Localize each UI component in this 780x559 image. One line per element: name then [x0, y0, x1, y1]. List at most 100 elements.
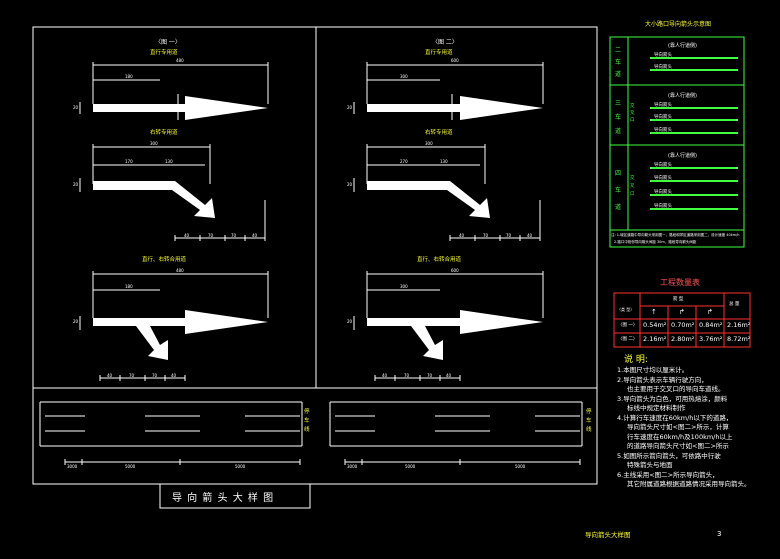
p1-dim-b2-3: 70 [129, 373, 135, 378]
panel2-label-straight: 直行专用道 [425, 50, 453, 56]
note-line: 2.导向箭头表示车辆行驶方向， [617, 375, 708, 384]
p1-dim-overall-2: 300 [150, 141, 158, 146]
lane-row-3-2: 导向箭头 [654, 115, 672, 120]
p2-dim-b1-2: 40 [459, 233, 465, 238]
panel1-label-straight: 直行专用道 [150, 50, 178, 56]
road-dim-6: 5000 [515, 464, 526, 469]
panel2-straight-arrow [353, 62, 544, 120]
p1-dim-part1-2: 170 [125, 159, 133, 164]
road-dim-1: 3000 [67, 464, 78, 469]
notes-title: 说 明: [624, 355, 648, 365]
lane-row-4-2: 导向箭头 [654, 176, 672, 181]
lane-group-label-4: 四车道 [615, 170, 622, 211]
p1-dim-part1-3: 180 [125, 284, 133, 289]
quantity-row2-v2: 2.80m² [671, 335, 695, 343]
p1-dim-b1-3: 40 [107, 373, 113, 378]
panel2-title: 〈图 二〉 [432, 39, 458, 46]
note-line: 的道路导向箭头尺寸如<图二>所示 [627, 442, 729, 450]
p2-dim-b4-3: 40 [446, 373, 452, 378]
road-side-label-2: 停车线 [586, 409, 592, 433]
p2-dim-overall-3: 600 [451, 268, 459, 273]
combined-arrow-shape [93, 310, 268, 360]
lane-note-2: 2.路口中相邻导向箭头间距 30m，路段导向箭头间距 [614, 240, 697, 244]
note-line: 1.本图尺寸均以厘米计。 [617, 366, 689, 374]
p2-dim-b1-3: 40 [382, 373, 388, 378]
lane-side-3: 交叉口 [630, 104, 635, 123]
quantity-title: 工程数量表 [660, 278, 700, 287]
lane-row-2-2: 导向箭头 [654, 65, 672, 70]
quantity-row1-v2: 0.70m² [671, 321, 695, 329]
p1-dim-part1-1: 180 [125, 74, 133, 79]
panel1-label-combined: 直行、右转合用道 [142, 257, 187, 263]
lane-group-label-2: 二车道 [615, 47, 622, 78]
note-line: 5.如图所示箭向箭头，可依路中行驶 [617, 451, 721, 460]
p1-dim-b4-2: 40 [252, 233, 258, 238]
quantity-head-total: 总 量 [729, 302, 740, 307]
note-line: 其它附属道路根据道路情况采用导向箭头。 [627, 480, 751, 488]
panel1-straight-arrow [79, 62, 269, 120]
quantity-row2-v4: 8.72m² [727, 335, 751, 343]
straight-arrow-shape-2 [367, 96, 543, 120]
footer-page: 3 [717, 530, 722, 538]
quantity-row1-name: 〈图 一〉 [618, 323, 638, 328]
main-title: 导 向 箭 头 大 样 图 [172, 493, 275, 504]
lane-row-3-1: 导向箭头 [654, 103, 672, 108]
footer-title: 导向箭头大样图 [585, 531, 631, 539]
panel2-combined-arrow [353, 271, 544, 381]
quantity-table-frame [613, 292, 751, 348]
p1-dim-width-2: 20 [73, 182, 79, 187]
lane-table-arrows [650, 57, 738, 210]
lane-side-4: 交叉口 [630, 176, 635, 197]
p2-dim-overall-2: 300 [425, 141, 433, 146]
lane-row-4-3: 导向箭头 [654, 190, 672, 195]
quantity-row2-name: 〈图 二〉 [618, 337, 638, 342]
p1-dim-b3-3: 70 [152, 373, 158, 378]
lane-group-label-3: 三车道 [615, 100, 622, 135]
note-line: 6.主线采用<图二>所示导向箭头， [617, 470, 719, 479]
p1-dim-b1-2: 40 [184, 233, 190, 238]
note-line: 3.导向箭头为白色，可用热熔涂，颜料 [617, 394, 728, 403]
straight-arrow-shape [93, 96, 268, 120]
right-turn-arrow-shape-2 [367, 181, 490, 218]
p2-dim-b4-2: 40 [527, 233, 533, 238]
p1-dim-overall-3: 480 [176, 268, 184, 273]
panel1-combined-arrow [79, 271, 269, 381]
panel2-right-turn-arrow [353, 144, 541, 241]
quantity-row1-v3: 0.84m² [699, 321, 723, 329]
quantity-row1-v1: 0.54m² [643, 321, 667, 329]
road-side-label-1: 停车线 [304, 409, 310, 433]
lane-table-title: 大小路口导向箭头示意图 [645, 21, 712, 28]
note-line: 行车速度在60km/h及100km/h以上 [627, 432, 733, 441]
lane-row-4-4: 导向箭头 [654, 204, 672, 209]
p1-dim-b3-2: 70 [231, 233, 237, 238]
panel1-title: 〈图 一〉 [155, 39, 181, 46]
p2-dim-b3-2: 70 [506, 233, 512, 238]
quantity-row2-v3: 3.76m² [699, 335, 723, 343]
panel-2 [353, 62, 544, 381]
road-strip [39, 401, 583, 465]
note-line: 也主要用于交叉口的导向车道线。 [627, 385, 725, 393]
quantity-head-type: 〈类 型〉 [617, 307, 635, 312]
note-line: 4.计算行车速度在60km/h以下的道路， [617, 413, 733, 422]
p2-dim-b3-3: 70 [427, 373, 433, 378]
road-dim-2: 5000 [125, 464, 136, 469]
panel1-right-turn-arrow [79, 144, 266, 241]
p2-dim-part2-2: 130 [440, 159, 448, 164]
right-turn-arrow-shape [93, 181, 215, 218]
note-line: 标线中规定材料制作 [627, 404, 686, 412]
p2-dim-part1-2: 270 [400, 159, 408, 164]
p1-dim-part2-2: 130 [165, 159, 173, 164]
p1-dim-b4-3: 40 [171, 373, 177, 378]
lane-group-header-4: (靠人行道侧) [668, 153, 697, 159]
quantity-head-icon-1: ↑ [651, 308, 657, 316]
p2-dim-b2-2: 70 [483, 233, 489, 238]
quantity-row1-v4: 2.16m² [727, 321, 751, 329]
p1-dim-overall-1: 480 [176, 58, 184, 63]
p2-dim-overall-1: 600 [451, 58, 459, 63]
lane-note-1: 注: 1.城区道路中导向箭头采用图一，路段和郊区道路采用图二，设计速度 40km… [611, 233, 740, 237]
lane-table-frame [609, 36, 745, 248]
lane-row-4-1: 导向箭头 [654, 163, 672, 168]
quantity-row2-v1: 2.16m² [643, 335, 667, 343]
panel-1 [79, 62, 269, 381]
p2-dim-part1-3: 300 [400, 284, 408, 289]
